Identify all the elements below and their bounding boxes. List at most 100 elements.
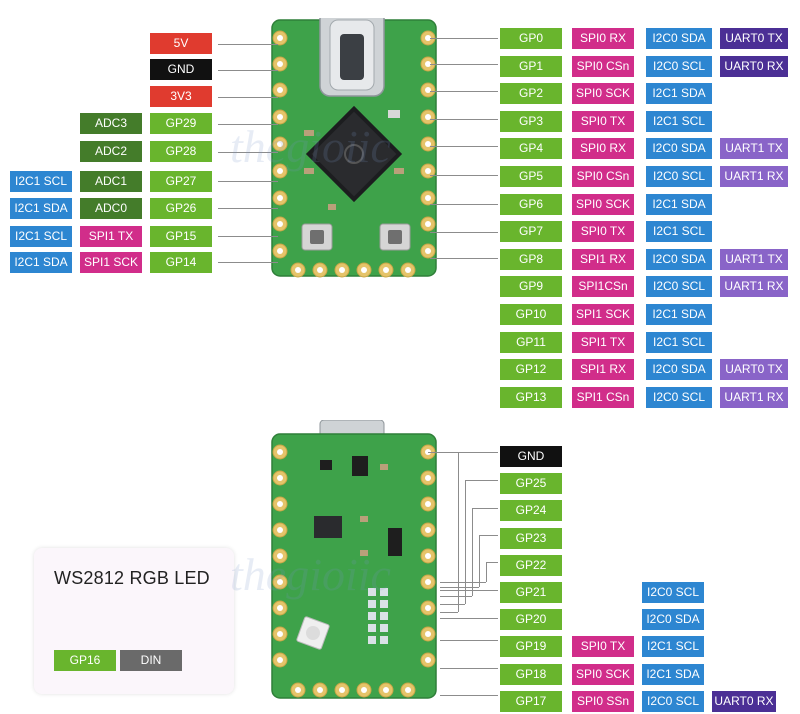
pin-label-adc1: ADC1 [80,171,142,192]
pin-label-gnd: GND [150,59,212,80]
ws2812-led [296,616,330,650]
pin-label-i2c0-scl: I2C0 SCL [642,691,704,712]
pin-label-gp18: GP18 [500,664,562,685]
usb-c-connector [319,18,385,97]
watermark-top: thegioiic [230,121,391,172]
pin-label-5v: 5V [150,33,212,54]
pin-label-spi0-tx: SPI0 TX [572,221,634,242]
pin-label-spi0-rx: SPI0 RX [572,28,634,49]
pin-label-spi0-sck: SPI0 SCK [572,83,634,104]
pin-label-gnd: GND [500,446,562,467]
pin-label-gp2: GP2 [500,83,562,104]
pin-label-gp3: GP3 [500,111,562,132]
pin-label-gp28: GP28 [150,141,212,162]
pin-label-uart1-tx: UART1 TX [720,138,788,159]
pin-label-spi1-tx: SPI1 TX [572,332,634,353]
pin-label-spi0-sck: SPI0 SCK [572,664,634,685]
pin-label-uart1-rx: UART1 RX [720,387,788,408]
pin-label-3v3: 3V3 [150,86,212,107]
board-top [271,18,437,278]
pin-label-uart0-rx: UART0 RX [712,691,776,712]
pin-label-i2c1-scl: I2C1 SCL [10,226,72,247]
pin-label-i2c0-sda: I2C0 SDA [646,138,712,159]
pin-label-gp17: GP17 [500,691,562,712]
pin-label-gp13: GP13 [500,387,562,408]
pin-label-gp1: GP1 [500,56,562,77]
pin-label-uart0-tx: UART0 TX [720,359,788,380]
pin-label-spi0-csn: SPI0 CSn [572,56,634,77]
pin-label-gp9: GP9 [500,276,562,297]
pin-label-i2c1-sda: I2C1 SDA [642,664,704,685]
pin-label-spi1-csn: SPI1 CSn [572,387,634,408]
pin-label-gp21: GP21 [500,582,562,603]
test-pads [368,588,388,644]
pin-label-i2c0-scl: I2C0 SCL [646,276,712,297]
pin-label-gp27: GP27 [150,171,212,192]
pin-label-adc3: ADC3 [80,113,142,134]
legend-title: WS2812 RGB LED [54,568,210,588]
pin-label-spi1-tx: SPI1 TX [80,226,142,247]
pin-label-gp14: GP14 [150,252,212,273]
pin-label-i2c0-scl: I2C0 SCL [646,56,712,77]
pin-label-i2c0-scl: I2C0 SCL [646,387,712,408]
board-bottom [271,420,437,699]
pin-label-i2c1-scl: I2C1 SCL [646,332,712,353]
pin-label-gp23: GP23 [500,528,562,549]
pin-label-uart0-rx: UART0 RX [720,56,788,77]
pin-label-gp24: GP24 [500,500,562,521]
pin-label-adc0: ADC0 [80,198,142,219]
pin-label-spi0-tx: SPI0 TX [572,111,634,132]
pin-label-i2c0-sda: I2C0 SDA [642,609,704,630]
pin-label-i2c1-scl: I2C1 SCL [642,636,704,657]
pin-label-uart1-tx: UART1 TX [720,249,788,270]
pin-label-gp12: GP12 [500,359,562,380]
pin-label-gp26: GP26 [150,198,212,219]
pin-label-i2c0-sda: I2C0 SDA [646,28,712,49]
rp2040-chip [305,105,403,203]
pin-label-i2c1-sda: I2C1 SDA [646,83,712,104]
legend-gp16-label: GP16 [54,650,116,671]
ws2812-legend: WS2812 RGB LED GP16 DIN [34,548,234,694]
pin-label-gp8: GP8 [500,249,562,270]
pin-label-gp19: GP19 [500,636,562,657]
pin-label-i2c0-scl: I2C0 SCL [646,166,712,187]
pin-label-spi0-rx: SPI0 RX [572,138,634,159]
pin-label-gp4: GP4 [500,138,562,159]
pin-label-gp5: GP5 [500,166,562,187]
pin-label-i2c1-sda: I2C1 SDA [10,198,72,219]
pin-label-gp25: GP25 [500,473,562,494]
reset-button [379,223,411,251]
boot-button [301,223,333,251]
pin-label-adc2: ADC2 [80,141,142,162]
pin-label-spi0-csn: SPI0 CSn [572,166,634,187]
pin-label-i2c1-scl: I2C1 SCL [10,171,72,192]
pin-label-i2c1-scl: I2C1 SCL [646,221,712,242]
pin-label-spi0-sck: SPI0 SCK [572,194,634,215]
pin-label-i2c1-sda: I2C1 SDA [10,252,72,273]
legend-din-label: DIN [120,650,182,671]
pin-label-i2c0-scl: I2C0 SCL [642,582,704,603]
pin-label-spi1-sck: SPI1 SCK [80,252,142,273]
pin-label-spi1csn: SPI1CSn [572,276,634,297]
pin-label-spi0-tx: SPI0 TX [572,636,634,657]
pin-label-gp6: GP6 [500,194,562,215]
pin-label-gp29: GP29 [150,113,212,134]
pin-label-spi0-ssn: SPI0 SSn [572,691,634,712]
pin-label-i2c1-sda: I2C1 SDA [646,304,712,325]
pin-label-uart1-rx: UART1 RX [720,166,788,187]
pin-label-gp0: GP0 [500,28,562,49]
pin-label-i2c1-scl: I2C1 SCL [646,111,712,132]
pin-label-spi1-rx: SPI1 RX [572,249,634,270]
watermark-bottom: thegioiic [230,549,391,600]
pin-label-gp15: GP15 [150,226,212,247]
pin-label-gp7: GP7 [500,221,562,242]
pin-label-uart0-tx: UART0 TX [720,28,788,49]
pin-label-uart1-rx: UART1 RX [720,276,788,297]
pin-label-i2c0-sda: I2C0 SDA [646,249,712,270]
pin-label-gp22: GP22 [500,555,562,576]
pin-label-spi1-sck: SPI1 SCK [572,304,634,325]
pin-label-i2c0-sda: I2C0 SDA [646,359,712,380]
pin-label-i2c1-sda: I2C1 SDA [646,194,712,215]
pin-label-spi1-rx: SPI1 RX [572,359,634,380]
